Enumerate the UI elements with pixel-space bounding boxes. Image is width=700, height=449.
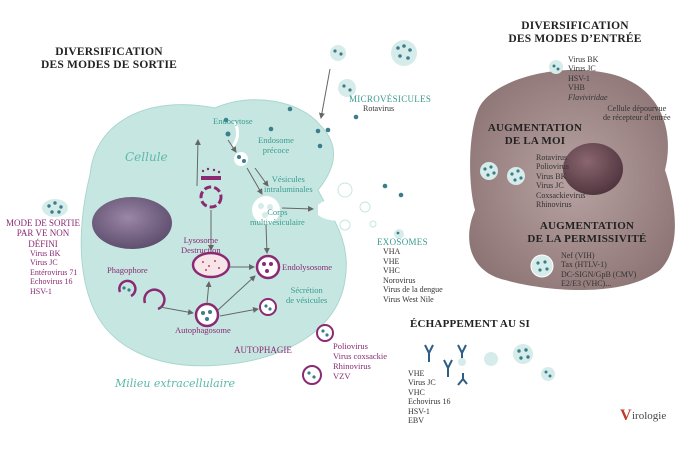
- autophagy-vesicle: [302, 365, 322, 385]
- secretory-vesicle: [259, 298, 277, 316]
- undefined-ev-vesicle: [42, 199, 68, 217]
- autophagy-vesicle: [316, 324, 334, 342]
- lysosome-top: [199, 185, 223, 209]
- entry-vesicle: [507, 167, 525, 185]
- microvesicle: [330, 45, 346, 61]
- host-cell: [80, 99, 347, 367]
- microvesicle: [338, 79, 356, 97]
- lysosome-stack: [201, 176, 221, 180]
- escape-vesicle: [513, 344, 533, 364]
- entry-vesicle: [480, 162, 498, 180]
- microvesicles-block: MICROVÉSICULES Rotavirus: [349, 94, 432, 114]
- autophagosome-label: Autophagosome: [175, 325, 231, 335]
- autophagy-viruses: Poliovirus Virus coxsackie Rhinovirus VZ…: [333, 341, 388, 382]
- permissivity-vesicle: [530, 254, 554, 278]
- entry-vesicle: [549, 60, 563, 74]
- escape-vesicle: [541, 367, 555, 381]
- entry-top-viruses: Virus BK Virus JC HSV-1 VHB Flaviviridae: [568, 55, 608, 102]
- immune-escape-viruses: VHE Virus JC VHC Echovirus 16 HSV-1 EBV: [408, 369, 451, 426]
- exosomes-block: EXOSOMES VHA VHE VHC Norovirus Virus de …: [377, 237, 443, 304]
- autophagy-title: AUTOPHAGIE: [234, 345, 292, 355]
- exosome: [359, 201, 371, 213]
- logo-initial: V: [620, 407, 632, 424]
- phagophore-closing: [143, 288, 166, 311]
- early-endosome: [234, 152, 248, 166]
- exosome: [369, 220, 377, 228]
- undefined-ev-block: MODE DE SORTIE PAR VE NON DÉFINI Virus B…: [6, 218, 80, 296]
- no-receptor-label: Cellule dépourvue de récepteur d’entrée: [603, 104, 671, 123]
- autophagosome: [194, 302, 220, 328]
- endocytosis-pit: [231, 121, 240, 147]
- permissivity-factors: Nef (VIH) Tax (HTLV-1) DC-SIGN/GpB (CMV)…: [561, 251, 637, 289]
- moi-viruses: Rotavirus Poliovirus Virus BK Virus JC C…: [536, 153, 586, 210]
- endolysosome-label: Endolysosome: [282, 262, 333, 272]
- phagophore-label: Phagophore: [107, 265, 148, 275]
- logo-text: irologie: [632, 410, 666, 422]
- antibody-target: [458, 358, 466, 366]
- exosome-release: [318, 198, 352, 221]
- phagophore: [118, 279, 137, 298]
- exosome: [337, 182, 353, 198]
- microvesicle: [391, 40, 417, 66]
- multivesicular-body: [252, 196, 280, 224]
- virus-particles-top: [223, 106, 404, 198]
- exosome: [339, 219, 351, 231]
- immune-escape-title: ÉCHAPPEMENT AU SI: [410, 318, 530, 330]
- antibodies: [424, 344, 468, 386]
- recipient-nucleus: [563, 143, 623, 195]
- endolysosome: [255, 254, 281, 280]
- endocytosis-label: Endocytose: [213, 116, 253, 126]
- endocytosed-virus: [225, 131, 231, 137]
- escape-vesicle: [484, 352, 498, 366]
- microvesicle: [394, 229, 404, 239]
- nucleus: [92, 197, 172, 249]
- lysosome: [191, 251, 231, 279]
- extracellular-label: Milieu extracellulaire: [115, 377, 236, 390]
- cell-label: Cellule: [125, 150, 168, 164]
